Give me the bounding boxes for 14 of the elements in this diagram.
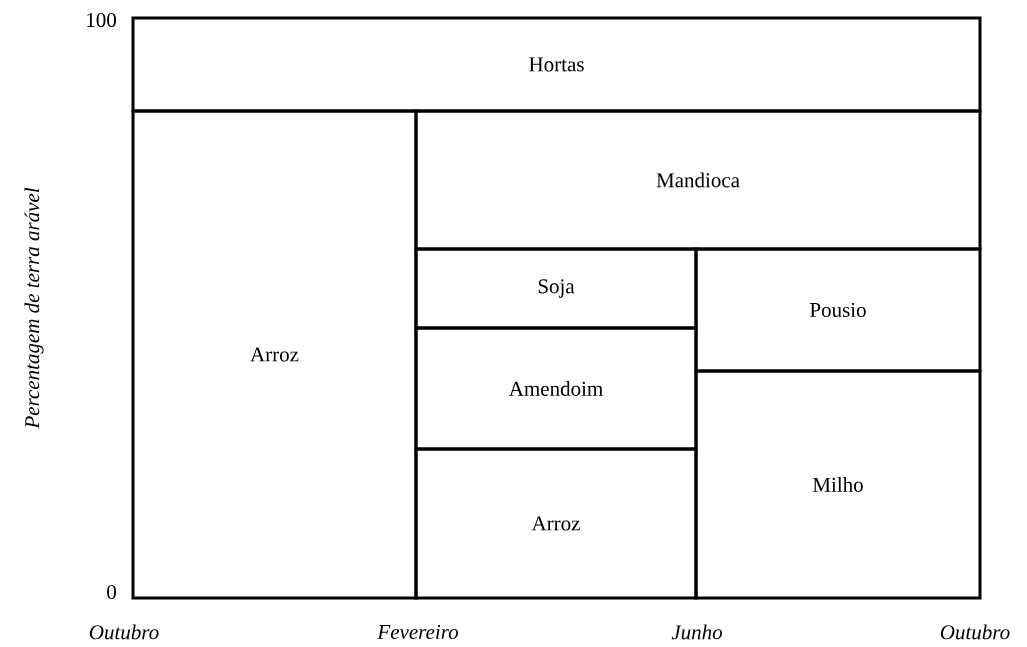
axis-label: Fevereiro — [377, 624, 458, 640]
crop-cell: Arroz — [131, 109, 418, 600]
crop-cell: Amendoim — [414, 326, 698, 451]
axis-title: Percentagem de terra arável — [24, 187, 44, 429]
crop-cell: Hortas — [131, 16, 982, 113]
crop-cell: Arroz — [414, 447, 698, 600]
crop-cell: Milho — [694, 369, 982, 600]
crop-cell: Mandioca — [414, 109, 982, 251]
crop-cell: Pousio — [694, 247, 982, 373]
tick-label: 100 — [87, 12, 116, 28]
axis-label: Junho — [671, 624, 723, 640]
crop-cell: Soja — [414, 247, 698, 330]
axis-label: Outubro — [89, 624, 159, 640]
axis-label: Outubro — [940, 624, 1010, 640]
